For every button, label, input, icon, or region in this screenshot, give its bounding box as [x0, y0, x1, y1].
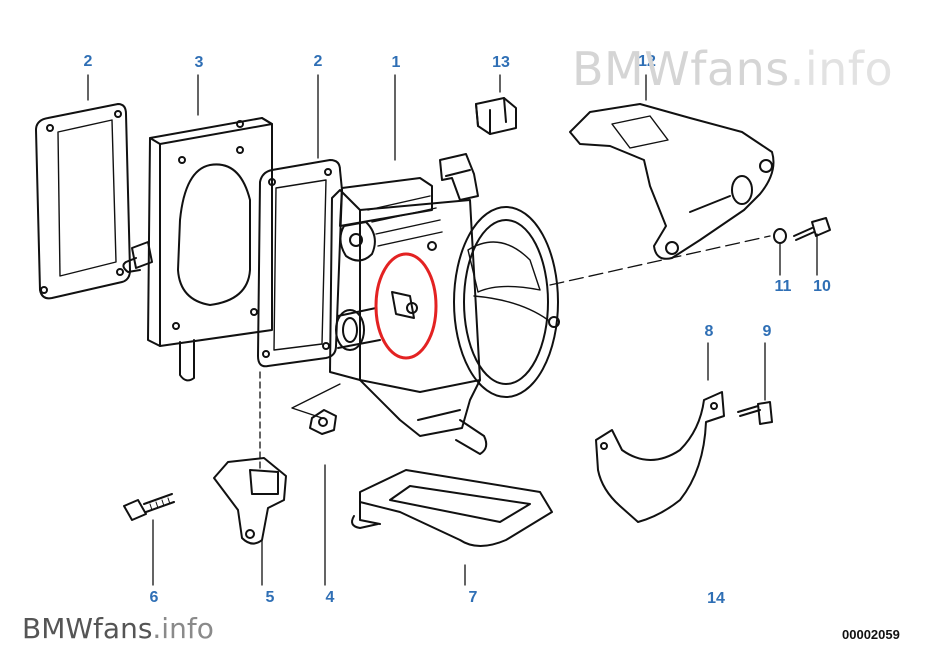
throttle-body [329, 153, 560, 455]
heat-shield [595, 391, 725, 523]
label-13: 13 [492, 54, 510, 71]
clip [475, 97, 517, 135]
label-2-left: 2 [83, 53, 93, 70]
label-1: 1 [391, 54, 401, 71]
label-8: 8 [704, 323, 714, 340]
watermark-top: BMWfans.info [572, 42, 893, 96]
leader-lines [87, 74, 818, 586]
label-3: 3 [194, 54, 204, 71]
screw [123, 493, 175, 521]
watermark-top-brand: BMWfans [572, 42, 790, 96]
label-11: 11 [774, 278, 792, 295]
bolt-10 [793, 217, 831, 241]
nut [309, 409, 337, 435]
label-5: 5 [265, 589, 275, 606]
throttle-sensor [213, 457, 287, 545]
gasket-center [257, 159, 343, 368]
adapter-plate [122, 117, 273, 382]
diagram-code: 00002059 [842, 627, 900, 642]
watermark-bottom: BMWfans.info [22, 612, 214, 645]
watermark-top-ext: .info [789, 42, 894, 96]
highlight-circle [374, 252, 438, 360]
watermark-bottom-brand: BMWfans [22, 612, 153, 645]
label-2-center: 2 [313, 53, 323, 70]
label-10: 10 [813, 278, 831, 295]
label-14: 14 [707, 590, 725, 607]
bolt-9 [737, 401, 773, 425]
label-4: 4 [325, 589, 335, 606]
label-12: 12 [638, 53, 656, 70]
bracket [569, 103, 775, 260]
air-duct [351, 469, 553, 547]
gasket-left [35, 103, 131, 300]
watermark-bottom-ext: .info [152, 612, 214, 645]
label-9: 9 [762, 323, 772, 340]
label-7: 7 [468, 589, 478, 606]
washer [773, 228, 787, 244]
label-6: 6 [149, 589, 159, 606]
